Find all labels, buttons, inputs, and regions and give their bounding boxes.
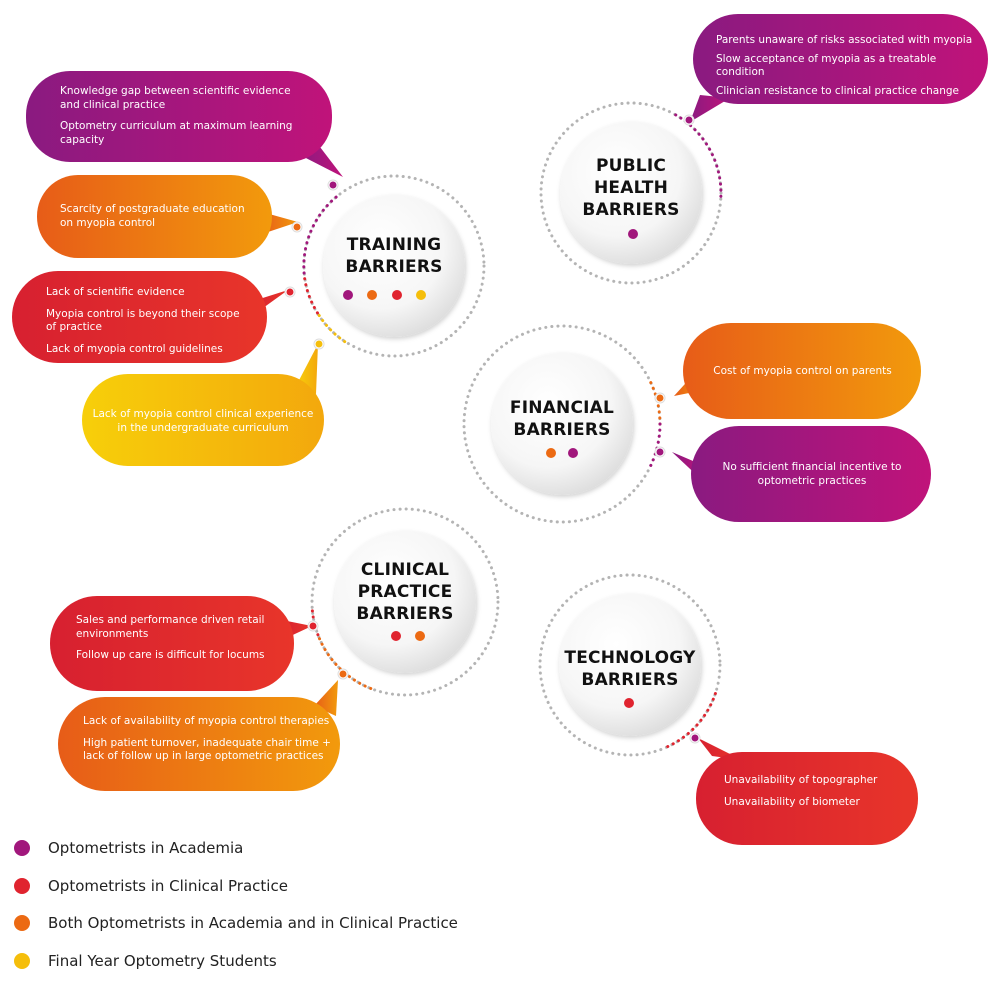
bubble-training-both bbox=[37, 175, 298, 258]
technology-title-text: TECHNOLOGY BARRIERS bbox=[564, 648, 696, 690]
legend-label: Optometrists in Clinical Practice bbox=[48, 877, 288, 895]
financial-title: FINANCIAL BARRIERS bbox=[482, 397, 642, 441]
bubble-item: Follow up care is difficult for locums bbox=[76, 649, 265, 661]
bubble-item: Slow acceptance of myopia as a treatable… bbox=[716, 52, 937, 79]
circle-financial bbox=[462, 324, 666, 524]
legend-dot-students bbox=[14, 953, 30, 969]
training-academia-text: Knowledge gap between scientific evidenc… bbox=[60, 85, 305, 147]
bubble-item: Lack of availability of myopia control t… bbox=[83, 715, 330, 727]
bubble-technology-clinical bbox=[696, 738, 918, 845]
bubble-item: Lack of myopia control clinical experien… bbox=[92, 408, 314, 434]
bubble-clinical-practice-both bbox=[58, 680, 340, 791]
circle-technology bbox=[538, 573, 722, 757]
bubble-item: Optometry curriculum at maximum learning… bbox=[60, 120, 293, 146]
circle-training bbox=[284, 174, 486, 358]
training-both-text: Scarcity of postgraduate education on my… bbox=[60, 203, 260, 230]
legend-dot-academia bbox=[14, 840, 30, 856]
bubble-financial-both bbox=[674, 323, 921, 419]
bubble-public-health-academia bbox=[690, 14, 988, 122]
training-clinical-text: Lack of scientific evidence Myopia contr… bbox=[46, 286, 246, 356]
public-health-title-text: PUBLIC HEALTH BARRIERS bbox=[582, 156, 680, 220]
bubble-item: Scarcity of postgraduate education on my… bbox=[60, 203, 245, 229]
legend-label: Final Year Optometry Students bbox=[48, 952, 277, 970]
training-students-text: Lack of myopia control clinical experien… bbox=[88, 408, 318, 435]
bubble-item: Parents unaware of risks associated with… bbox=[716, 34, 973, 46]
legend-dot-clinical bbox=[14, 878, 30, 894]
legend-label: Both Optometrists in Academia and in Cli… bbox=[48, 914, 458, 932]
bubble-training-clinical bbox=[12, 271, 288, 363]
bubble-item: Clinician resistance to clinical practic… bbox=[716, 84, 959, 97]
clinical-practice-clinical-text: Sales and performance driven retail envi… bbox=[76, 614, 276, 663]
public-health-title: PUBLIC HEALTH BARRIERS bbox=[551, 155, 711, 221]
legend-label: Optometrists in Academia bbox=[48, 839, 244, 857]
circle-clinical-practice bbox=[307, 507, 500, 697]
clinical-practice-both-text: Lack of availability of myopia control t… bbox=[83, 715, 333, 764]
training-title: TRAINING BARRIERS bbox=[314, 234, 474, 278]
bubble-clinical-practice-clinical bbox=[50, 596, 312, 691]
bubble-training-students bbox=[82, 344, 324, 466]
legend-dot-both bbox=[14, 915, 30, 931]
bubble-item: No sufficient financial incentive to opt… bbox=[722, 461, 902, 487]
financial-both-text: Cost of myopia control on parents bbox=[700, 365, 905, 379]
bubble-training-academia bbox=[26, 71, 343, 177]
bubble-item: High patient turnover, inadequate chair … bbox=[83, 736, 331, 763]
financial-title-text: FINANCIAL BARRIERS bbox=[509, 398, 615, 440]
bubble-item: Cost of myopia control on parents bbox=[713, 365, 892, 377]
bubble-financial-academia bbox=[672, 426, 931, 522]
bubble-item: Lack of scientific evidence bbox=[46, 286, 185, 298]
bubble-item: Unavailability of topographer bbox=[724, 774, 878, 786]
technology-clinical-text: Unavailability of topographer Unavailabi… bbox=[724, 774, 904, 809]
technology-title: TECHNOLOGY BARRIERS bbox=[540, 647, 720, 691]
legend-item-clinical: Optometrists in Clinical Practice bbox=[14, 875, 288, 897]
bubble-item: Knowledge gap between scientific evidenc… bbox=[60, 85, 291, 111]
legend-item-academia: Optometrists in Academia bbox=[14, 837, 243, 859]
legend-item-students: Final Year Optometry Students bbox=[14, 950, 277, 972]
financial-academia-text: No sufficient financial incentive to opt… bbox=[712, 461, 912, 488]
bubble-item: Myopia control is beyond their scope of … bbox=[46, 307, 240, 334]
public-health-academia-text: Parents unaware of risks associated with… bbox=[716, 34, 981, 98]
circle-public-health bbox=[539, 101, 723, 285]
bubble-item: Unavailability of biometer bbox=[724, 795, 860, 808]
bubble-item: Sales and performance driven retail envi… bbox=[76, 614, 265, 640]
clinical-practice-title-text: CLINICAL PRACTICE BARRIERS bbox=[356, 560, 454, 624]
bubble-item: Lack of myopia control guidelines bbox=[46, 342, 223, 355]
legend-item-both: Both Optometrists in Academia and in Cli… bbox=[14, 912, 458, 934]
training-title-text: TRAINING BARRIERS bbox=[345, 235, 443, 277]
clinical-practice-title: CLINICAL PRACTICE BARRIERS bbox=[325, 559, 485, 625]
